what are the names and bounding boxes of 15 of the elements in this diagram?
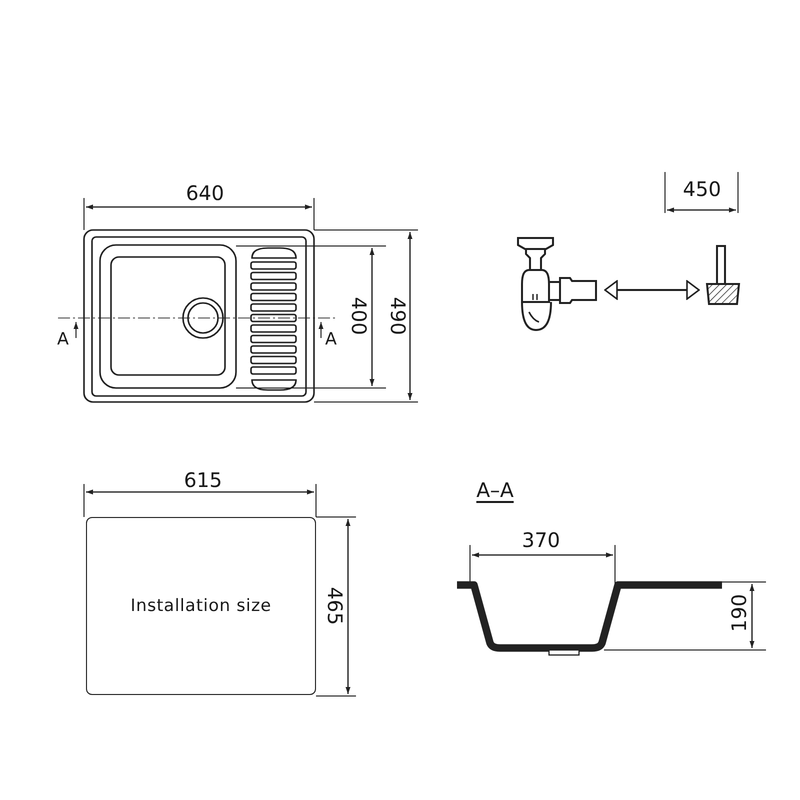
section-title: A–A — [476, 480, 514, 500]
dimension-value: 615 — [184, 470, 222, 490]
cutout-label: Installation size — [130, 596, 272, 616]
installation-cutout-outline — [86, 517, 316, 695]
dimension-value: 490 — [388, 296, 408, 336]
section-mark: A — [57, 332, 69, 348]
dimension-value: 465 — [325, 586, 345, 626]
drain-outlet-drawing — [703, 244, 743, 308]
dimension-value: 400 — [349, 296, 369, 336]
dimension-value: 370 — [522, 530, 560, 550]
dimension-value: 190 — [729, 594, 749, 632]
section-mark: A — [325, 332, 337, 348]
dimension-value: 450 — [682, 179, 722, 199]
double-arrow — [604, 280, 700, 300]
dimension-value: 640 — [186, 183, 224, 203]
